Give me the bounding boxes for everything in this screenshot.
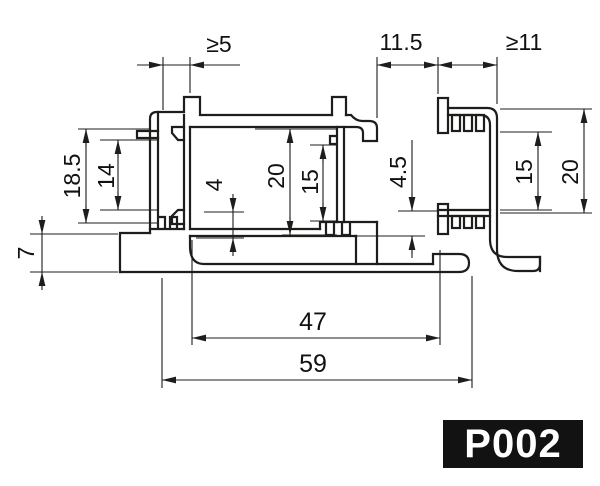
dim-label-min5: ≥5 <box>206 31 231 57</box>
dim-label-59: 59 <box>299 350 327 378</box>
left-lip <box>118 231 152 274</box>
dim-label-4-5: 4.5 <box>385 156 411 188</box>
dim-label-18-5: 18.5 <box>59 154 85 199</box>
top-tab-right <box>330 95 348 117</box>
clamp-outer <box>446 106 542 273</box>
clamp-tooth <box>474 113 486 133</box>
dim-label-4: 4 <box>201 178 227 191</box>
wall-stub <box>135 129 160 140</box>
clamp-tooth <box>450 113 462 133</box>
channel-right-wall <box>182 113 192 231</box>
dim-label-47: 47 <box>299 308 327 336</box>
part-number-badge: P002 <box>443 420 583 468</box>
dim-label-20-left: 20 <box>263 163 289 189</box>
dim-label-14: 14 <box>93 163 119 189</box>
plate-bottom <box>118 252 471 274</box>
clamp-tooth <box>462 113 474 133</box>
channel-inner <box>148 110 186 231</box>
part-number-text: P002 <box>464 421 562 466</box>
dim-label-20-right: 20 <box>557 159 583 185</box>
channel-tooth-bottom <box>170 208 186 226</box>
channel-and-beam-top <box>148 95 334 235</box>
channel-tooth-top <box>170 125 186 142</box>
beam-hook <box>188 113 379 143</box>
clamp-tooth <box>474 214 486 230</box>
dimension-lines <box>41 64 585 381</box>
chamber-wall <box>328 125 346 224</box>
dim-label-15-left: 15 <box>297 169 323 195</box>
dimension-annotations: ≥5 11.5 ≥11 18.5 14 4 20 15 4.5 15 20 7 … <box>13 29 592 388</box>
profile-outline <box>118 95 542 274</box>
clamp-tooth <box>450 214 462 230</box>
beam-pocket <box>354 220 379 266</box>
dim-label-15-right: 15 <box>511 159 537 185</box>
dim-label-11-5: 11.5 <box>379 29 422 55</box>
clamp-tab-bottom <box>436 202 450 236</box>
dim-label-7: 7 <box>13 247 39 260</box>
clamp-tooth <box>462 214 474 230</box>
dim-label-min11: ≥11 <box>506 29 543 55</box>
plate-top <box>188 234 435 266</box>
extension-lines <box>30 57 592 388</box>
